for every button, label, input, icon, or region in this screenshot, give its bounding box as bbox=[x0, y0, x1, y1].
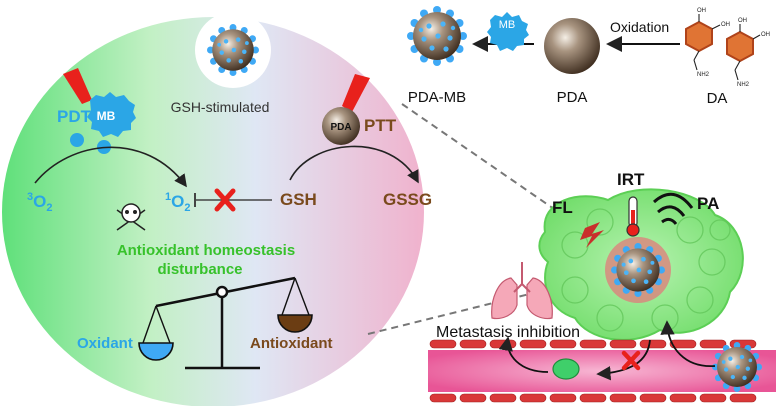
singlet-oxygen-label: 1O2 bbox=[165, 191, 190, 214]
tumor-cells bbox=[561, 208, 731, 332]
mb-load-badge: MB bbox=[487, 12, 529, 51]
triplet-oxygen-label: 3O2 bbox=[27, 191, 52, 214]
dopamine-oh-1: OH bbox=[697, 8, 706, 14]
mb-badge-text: MB bbox=[97, 109, 116, 123]
da-label: DA bbox=[707, 90, 728, 107]
pda-sphere bbox=[544, 18, 600, 74]
dopamine-oh-3: OH bbox=[738, 18, 747, 24]
acoustic-wave-icon bbox=[652, 192, 694, 225]
ptt-reaction-arrow bbox=[289, 145, 419, 184]
antioxidant-pan bbox=[277, 314, 313, 333]
circulating-tumor-cell bbox=[552, 358, 580, 380]
metastasis-label: Metastasis inhibition bbox=[436, 324, 580, 341]
dopamine-oh-4: OH bbox=[761, 32, 770, 38]
block-cross-icon bbox=[214, 188, 236, 212]
gsh-label: GSH bbox=[280, 190, 317, 209]
ptt-laser-icon bbox=[342, 74, 370, 112]
vessel-endothelium bbox=[429, 339, 757, 403]
metastasis-block-icon bbox=[621, 350, 641, 371]
gssg-label: GSSG bbox=[383, 190, 432, 209]
fl-label: FL bbox=[552, 198, 573, 217]
pa-label: PA bbox=[697, 194, 719, 213]
dopamine-oh-2: OH bbox=[721, 22, 730, 28]
mb-load-badge-text: MB bbox=[499, 19, 516, 31]
pda-mb-nanoparticle bbox=[407, 6, 467, 66]
dopamine-nh2-1: NH2 bbox=[697, 72, 710, 78]
oxidant-label: Oxidant bbox=[77, 335, 133, 352]
lungs-icon bbox=[491, 262, 553, 320]
thermometer-icon bbox=[626, 196, 640, 237]
irt-label: IRT bbox=[617, 170, 645, 189]
pda-mb-label: PDA-MB bbox=[408, 89, 466, 106]
zoom-line-bottom bbox=[367, 279, 587, 335]
balance-scale-icon bbox=[142, 276, 310, 370]
pdt-reaction-arrow bbox=[34, 146, 187, 188]
outcome-line1: Antioxidant homeostasis bbox=[117, 242, 295, 259]
oxidant-pan bbox=[138, 342, 174, 361]
pdt-laser-icon bbox=[63, 68, 92, 104]
dopamine-nh2-2: NH2 bbox=[737, 82, 750, 88]
pda-badge-text: PDA bbox=[330, 122, 351, 133]
oxidation-label: Oxidation bbox=[610, 19, 669, 35]
dopamine-molecule-icon: OH OH OH OH NH2 NH2 bbox=[685, 8, 770, 88]
pda-label: PDA bbox=[557, 89, 588, 106]
ptt-label: PTT bbox=[364, 116, 397, 135]
lightning-icon bbox=[580, 222, 604, 248]
skull-icon bbox=[116, 203, 146, 231]
pda-sphere-icon bbox=[322, 107, 360, 145]
mb-badge: MB bbox=[87, 92, 136, 137]
zoom-line-top bbox=[401, 103, 571, 221]
outcome-line2: disturbance bbox=[157, 261, 242, 278]
antioxidant-label: Antioxidant bbox=[250, 335, 333, 352]
pdt-label: PDT bbox=[57, 107, 92, 126]
gsh-stimulated-label: GSH-stimulated bbox=[171, 99, 270, 115]
